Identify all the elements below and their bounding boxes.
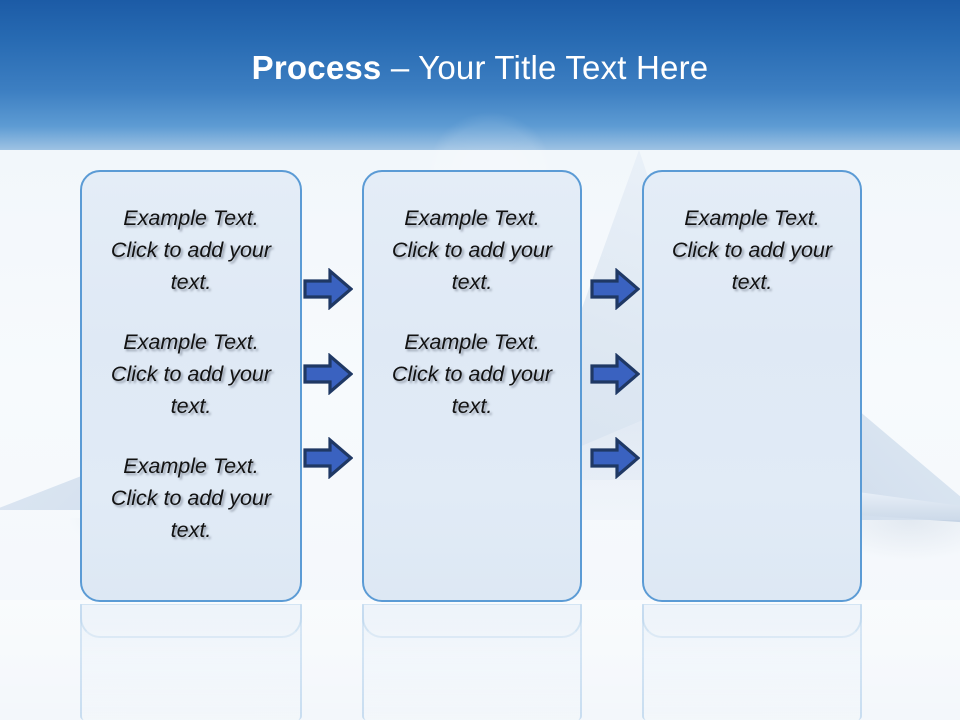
process-box-1[interactable]: Example Text. Click to add your text. Ex… [80,170,302,602]
slide-title-strong: Process [251,49,382,86]
process-box-1-paragraph-1[interactable]: Example Text. Click to add your text. [110,206,272,294]
arrow-right-icon-col2-row1[interactable] [590,268,640,310]
process-box-2[interactable]: Example Text. Click to add your text. Ex… [362,170,582,602]
process-box-1-paragraph-2[interactable]: Example Text. Click to add your text. [110,330,272,418]
slide-title: Process – Your Title Text Here [0,48,960,88]
arrow-right-icon-col1-row2[interactable] [303,353,353,395]
box-2-reflection [362,604,582,720]
process-box-1-paragraph-3[interactable]: Example Text. Click to add your text. [110,454,272,542]
process-box-2-paragraph-2[interactable]: Example Text. Click to add your text. [391,330,553,418]
box-3-reflection [642,604,862,720]
slide-title-rest: – Your Title Text Here [381,49,709,86]
box-2-reflection-cap [362,604,582,638]
arrow-right-icon-col1-row1[interactable] [303,268,353,310]
box-1-reflection-cap [80,604,302,638]
paper-plane-right-wing-shadow [850,520,960,560]
process-box-3-paragraph-1[interactable]: Example Text. Click to add your text. [671,206,833,294]
arrow-right-icon-col2-row2[interactable] [590,353,640,395]
arrow-right-icon-col2-row3[interactable] [590,437,640,479]
process-box-3[interactable]: Example Text. Click to add your text. [642,170,862,602]
box-3-reflection-cap [642,604,862,638]
process-box-2-paragraph-1[interactable]: Example Text. Click to add your text. [391,206,553,294]
arrow-right-icon-col1-row3[interactable] [303,437,353,479]
sky-gradient-background [0,0,960,175]
box-1-reflection [80,604,302,720]
